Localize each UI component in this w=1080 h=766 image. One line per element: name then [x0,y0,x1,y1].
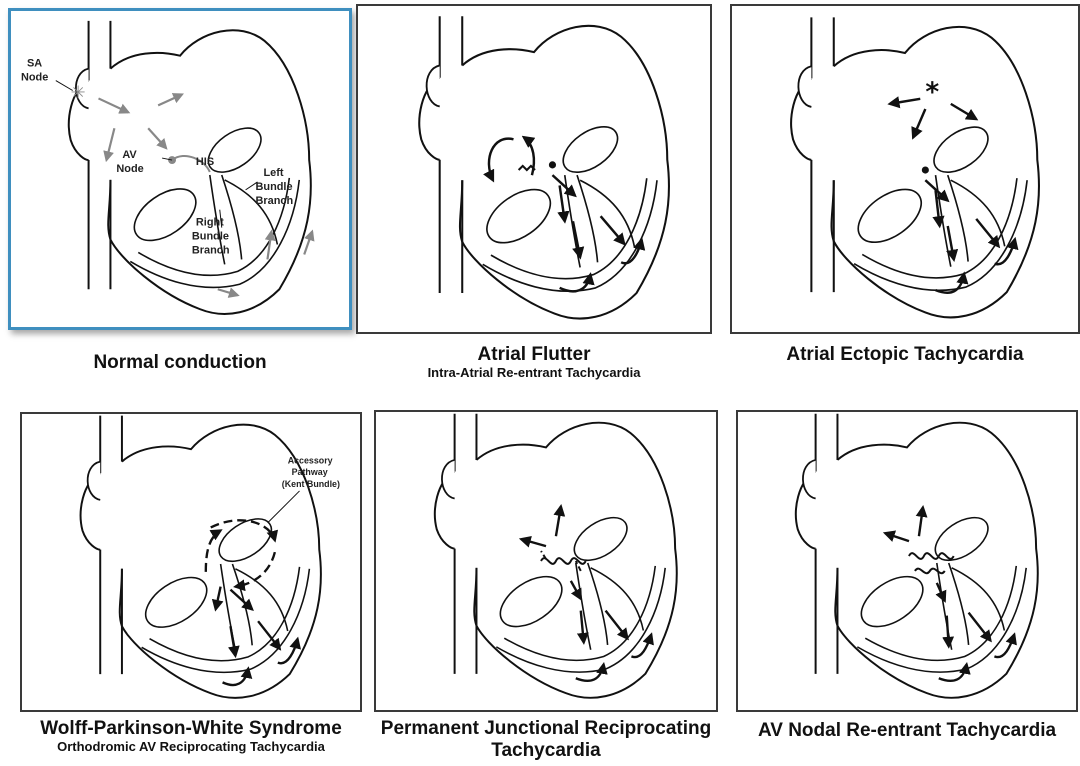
diagram-frame-pjrt [374,410,718,712]
diagram-frame-atrial-flutter [356,4,712,334]
label-right-bundle-3: Branch [192,244,230,256]
label-right-bundle-1: Right [196,217,224,229]
heart-diagram-atrial-flutter [358,6,710,332]
label-sa-node-1: SA [27,58,42,70]
heart-diagram-avnrt [738,412,1076,710]
subcaption-wpw: Orthodromic AV Reciprocating Tachycardia [10,740,372,755]
caption-atrial-flutter: Atrial Flutter [356,344,712,366]
caption-avnrt: AV Nodal Re-entrant Tachycardia [736,720,1078,742]
caption-wpw: Wolff-Parkinson-White Syndrome [10,718,372,740]
label-accessory-3: (Kent Bundle) [282,479,340,489]
label-av-node-1: AV [122,149,137,161]
subcaption-atrial-flutter: Intra-Atrial Re-entrant Tachycardia [356,366,712,381]
caption-normal-conduction: Normal conduction [20,352,340,374]
label-sa-node-2: Node [21,72,48,84]
diagram-frame-atrial-ectopic: * [730,4,1080,334]
heart-diagram-wpw: Accessory Pathway (Kent Bundle) [22,414,360,710]
diagram-frame-wpw: Accessory Pathway (Kent Bundle) [20,412,362,712]
label-accessory-1: Accessory [288,455,333,465]
heart-diagram-atrial-ectopic: * [732,6,1078,332]
label-accessory-2: Pathway [292,467,328,477]
label-left-bundle-2: Bundle [256,181,293,193]
svg-text:✳: ✳ [71,82,86,103]
ectopic-focus-marker: * [925,77,939,108]
diagram-frame-normal: ✳ SA Node AV Node HIS Left Bundle Branch… [8,8,352,330]
label-right-bundle-2: Bundle [192,231,229,243]
caption-atrial-ectopic: Atrial Ectopic Tachycardia [730,344,1080,366]
label-av-node-2: Node [116,163,143,175]
caption-pjrt: Permanent Junctional Reciprocating [364,718,728,740]
diagram-frame-avnrt [736,410,1078,712]
heart-diagram-pjrt [376,412,716,710]
subcaption-pjrt: Tachycardia [364,740,728,762]
label-left-bundle-3: Branch [256,195,294,207]
label-his: HIS [196,156,214,168]
label-left-bundle-1: Left [263,167,283,179]
heart-diagram-normal: ✳ SA Node AV Node HIS Left Bundle Branch… [11,11,349,327]
